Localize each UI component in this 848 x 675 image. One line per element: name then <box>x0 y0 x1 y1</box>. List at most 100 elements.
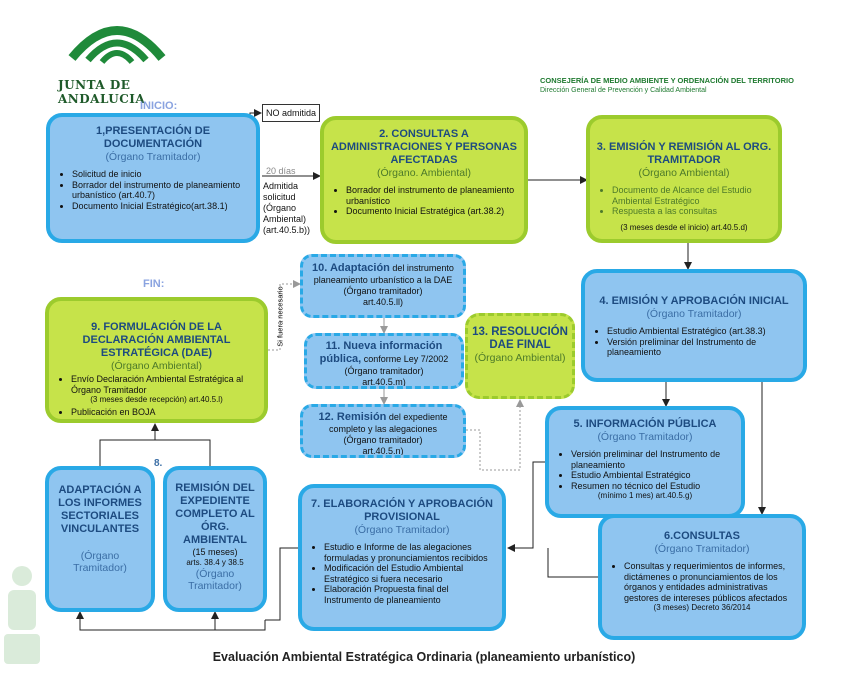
step-6-note: (3 meses) Decreto 36/2014 <box>653 603 751 612</box>
step-11-box: 11. Nueva información pública, conforme … <box>304 333 464 389</box>
end-marker: FIN: <box>143 278 165 290</box>
arrow-6-to-7 <box>547 548 600 578</box>
admitida-label: Admitida solicitud (Órgano Ambiental) (a… <box>263 181 311 235</box>
list-item: Resumen no técnico del Estudio <box>571 481 735 492</box>
step-11-art: art.40.5.m) <box>362 377 406 387</box>
junta-logo-icon <box>68 26 166 65</box>
step-13-box: 13. RESOLUCIÓN DAE FINAL (Órgano Ambient… <box>465 313 575 399</box>
step-3-note: (3 meses desde el inicio) art.40.5.d) <box>620 222 748 232</box>
step-10-box: 10. Adaptación del instrumento planeamie… <box>300 254 466 318</box>
step-8b-title: REMISIÓN DEL EXPEDIENTE COMPLETO AL ÓRG.… <box>175 482 255 546</box>
list-item: Documento Inicial Estratégico(art.38.1) <box>72 201 250 212</box>
si-fuera-necesario-label: Si fuera necesario <box>275 286 285 347</box>
step-7-title: 7. ELABORACIÓN Y APROBACIÓN PROVISIONAL <box>311 498 493 523</box>
step-5-org: (Órgano Tramitador) <box>597 431 693 443</box>
step-8b-note2: arts. 38.4 y 38.5 <box>186 558 244 567</box>
logo <box>58 8 176 78</box>
step-5-title: 5. INFORMACIÓN PÚBLICA <box>573 418 717 430</box>
step-9-list-2: Publicación en BOJA <box>55 407 258 418</box>
step-12-text: del expediente completo y las alegacione… <box>328 412 448 434</box>
watermark-emblem <box>0 546 44 670</box>
step-6-box: 6.CONSULTAS (Órgano Tramitador) Consulta… <box>598 514 806 640</box>
step-2-title: 2. CONSULTAS A ADMINISTRACIONES Y PERSON… <box>330 128 517 166</box>
ministry-name: CONSEJERÍA DE MEDIO AMBIENTE Y ORDENACIÓ… <box>540 76 794 85</box>
step-1-list: Solicitud de inicio Borrador del instrum… <box>56 169 250 211</box>
step-11-org: (Órgano tramitador) <box>344 366 424 376</box>
step-8b-org: (Órgano Tramitador) <box>188 568 242 592</box>
arrow-12-to-13 <box>466 399 524 471</box>
step-6-title: 6.CONSULTAS <box>664 530 740 542</box>
step-8a-title: ADAPTACIÓN A LOS INFORMES SECTORIALES VI… <box>58 484 142 535</box>
step-6-list: Consultas y requerimientos de informes, … <box>608 561 796 603</box>
no-admitida-label: NO admitida <box>262 104 320 122</box>
line-8-bottom <box>79 612 266 631</box>
logo-text: JUNTA DE ANDALUCIA <box>58 78 146 106</box>
step-8b-box: REMISIÓN DEL EXPEDIENTE COMPLETO AL ÓRG.… <box>163 466 267 612</box>
list-item: Modificación del Estudio Ambiental Estra… <box>324 563 496 584</box>
step-9-list: Envío Declaración Ambiental Estratégica … <box>55 374 258 395</box>
list-item: Estudio Ambiental Estratégico (art.38.3) <box>607 326 797 337</box>
step-9-title: 9. FORMULACIÓN DE LA DECLARACIÓN AMBIENT… <box>82 321 231 359</box>
list-item: Envío Declaración Ambiental Estratégica … <box>71 374 258 395</box>
list-item: Publicación en BOJA <box>71 407 258 418</box>
step-10-art: art.40.5.ll) <box>362 297 404 307</box>
step-4-box: 4. EMISIÓN Y APROBACIÓN INICIAL (Órgano … <box>581 269 807 382</box>
list-item: Borrador del instrumento de planeamiento… <box>346 185 518 206</box>
step-7-org: (Órgano Tramitador) <box>354 524 450 536</box>
step-3-box: 3. EMISIÓN Y REMISIÓN AL ORG. TRAMITADOR… <box>586 115 782 243</box>
no-admitida-text: NO admitida <box>265 108 317 118</box>
step-2-org: (Órgano. Ambiental) <box>377 167 471 179</box>
list-item: Consultas y requerimientos de informes, … <box>624 561 796 603</box>
step-2-box: 2. CONSULTAS A ADMINISTRACIONES Y PERSON… <box>320 116 528 244</box>
step-10-org: (Órgano tramitador) <box>343 286 423 296</box>
list-item: Solicitud de inicio <box>72 169 250 180</box>
diagram-caption: Evaluación Ambiental Estratégica Ordinar… <box>212 650 636 664</box>
step-8b-note1: (15 meses) <box>192 547 238 557</box>
step-1-org: (Órgano Tramitador) <box>105 151 201 163</box>
emblem-watermark-icon <box>4 566 40 664</box>
step-5-note: (mínimo 1 mes) art.40.5.g) <box>597 491 693 500</box>
arrow-5-to-7 <box>507 461 547 552</box>
list-item: Documento Inicial Estratégica (art.38.2) <box>346 206 518 217</box>
step-3-org: (Órgano Ambiental) <box>638 167 730 179</box>
list-item: Elaboración Propuesta final del Instrume… <box>324 584 496 605</box>
step-7-box: 7. ELABORACIÓN Y APROBACIÓN PROVISIONAL … <box>298 484 506 631</box>
step-1-title: 1,PRESENTACIÓN DE DOCUMENTACIÓN <box>95 125 211 150</box>
step-4-list: Estudio Ambiental Estratégico (art.38.3)… <box>591 326 797 358</box>
step-12-org: (Órgano tramitador) <box>343 435 423 445</box>
arrow-7-to-8 <box>265 547 300 621</box>
step-8-marker: 8. <box>154 458 163 469</box>
step-5-list: Versión preliminar del Instrumento de pl… <box>555 449 735 491</box>
step-12-art: art.40.5.n) <box>362 446 404 456</box>
step-9-box: 9. FORMULACIÓN DE LA DECLARACIÓN AMBIENT… <box>45 297 268 423</box>
step-11-text: conforme Ley 7/2002 <box>363 354 449 364</box>
list-item: Documento de Alcance del Estudio Ambient… <box>612 185 772 206</box>
step-12-box: 12. Remisión del expediente completo y l… <box>300 404 466 458</box>
start-marker: INICIO: <box>140 100 178 112</box>
step-8a-box: ADAPTACIÓN A LOS INFORMES SECTORIALES VI… <box>45 466 155 612</box>
step-8a-org: (Órgano Tramitador) <box>73 550 127 574</box>
list-item: Versión preliminar del Instrumento de pl… <box>607 337 797 358</box>
list-item: Estudio Ambiental Estratégico <box>571 470 735 481</box>
step-4-org: (Órgano Tramitador) <box>646 308 742 320</box>
step-5-box: 5. INFORMACIÓN PÚBLICA (Órgano Tramitado… <box>545 406 745 518</box>
step-6-org: (Órgano Tramitador) <box>654 543 750 555</box>
step-2-list: Borrador del instrumento de planeamiento… <box>330 185 518 217</box>
step-3-title: 3. EMISIÓN Y REMISIÓN AL ORG. TRAMITADOR <box>596 141 772 166</box>
step-11-title: 11. Nueva información pública, <box>319 340 443 365</box>
twenty-days-label: 20 días <box>266 166 296 176</box>
list-item: Estudio e Informe de las alegaciones for… <box>324 542 496 563</box>
step-4-title: 4. EMISIÓN Y APROBACIÓN INICIAL <box>599 295 789 307</box>
list-item: Respuesta a las consultas <box>612 206 772 217</box>
step-3-list: Documento de Alcance del Estudio Ambient… <box>596 185 772 217</box>
list-item: Versión preliminar del Instrumento de pl… <box>571 449 735 470</box>
step-13-org: (Órgano Ambiental) <box>474 352 566 364</box>
step-13-title: 13. RESOLUCIÓN DAE FINAL <box>472 326 568 351</box>
step-9-note: (3 meses desde recepción) art.40.5.l) <box>90 395 223 404</box>
list-item: Borrador del instrumento de planeamiento… <box>72 180 250 201</box>
step-12-title: 12. Remisión <box>318 411 387 423</box>
step-1-box: 1,PRESENTACIÓN DE DOCUMENTACIÓN (Órgano … <box>46 113 260 243</box>
arrow-9-to-10 <box>268 280 301 351</box>
step-9-org: (Órgano Ambiental) <box>110 360 203 372</box>
